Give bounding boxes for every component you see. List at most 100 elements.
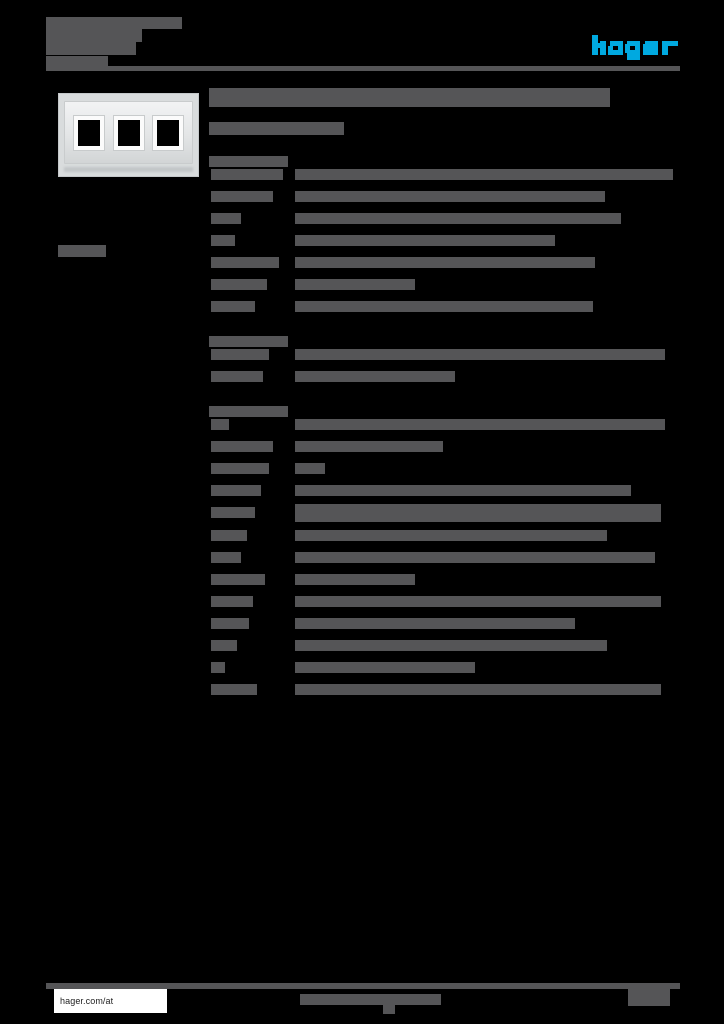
spec-label-cell (209, 612, 291, 634)
spec-section-heading (209, 153, 680, 168)
spec-table (209, 344, 680, 388)
table-row (209, 436, 680, 458)
footer-url-text: hager.com/at (60, 996, 114, 1006)
spec-value-cell (291, 656, 680, 678)
redacted-text (211, 213, 241, 225)
table-row (209, 458, 680, 480)
footer-right-text (628, 988, 670, 1006)
redacted-text (211, 573, 265, 585)
header-meta-line-2 (46, 27, 142, 45)
spec-label-cell (209, 164, 291, 186)
table-row (209, 414, 680, 436)
spec-value-cell (291, 164, 680, 186)
spec-value-cell (291, 186, 680, 208)
redacted-text (295, 257, 595, 269)
spec-section (209, 333, 680, 388)
redacted-text (211, 371, 263, 383)
spec-value-cell (291, 546, 680, 568)
footer-url-chip[interactable]: hager.com/at (54, 989, 167, 1013)
spec-sections (209, 153, 680, 700)
redacted-text (209, 156, 288, 168)
table-row (209, 568, 680, 590)
redacted-text (295, 235, 555, 247)
header-meta-line-3 (46, 40, 136, 58)
redacted-text (295, 349, 665, 361)
page-title (209, 88, 680, 107)
redacted-text (300, 994, 441, 1006)
frame-window (113, 115, 144, 150)
redacted-text (46, 55, 108, 68)
spec-value-cell (291, 590, 680, 612)
table-row (209, 296, 680, 318)
table-row (209, 634, 680, 656)
product-photo (58, 93, 199, 177)
table-row (209, 252, 680, 274)
redacted-text (628, 988, 670, 1006)
hager-logo (592, 35, 682, 60)
spec-label-cell (209, 590, 291, 612)
spec-section (209, 153, 680, 318)
main-content (209, 88, 680, 700)
spec-section (209, 403, 680, 700)
spec-label-cell (209, 230, 291, 252)
cover-frame-plate (64, 101, 193, 164)
spec-label-cell (209, 366, 291, 388)
redacted-text (295, 595, 661, 607)
table-row (209, 524, 680, 546)
page-subtitle (209, 120, 680, 138)
redacted-text (295, 463, 325, 475)
frame-window (152, 115, 183, 150)
spec-label-cell (209, 344, 291, 366)
table-row (209, 344, 680, 366)
redacted-text (295, 485, 631, 497)
header-meta-line-1 (46, 14, 182, 32)
redacted-text (211, 551, 241, 563)
redacted-text (211, 617, 249, 629)
table-row (209, 208, 680, 230)
spec-table (209, 414, 680, 700)
product-photo-caption (58, 242, 106, 260)
redacted-text (295, 617, 575, 629)
spec-value-cell (291, 678, 680, 700)
spec-label-cell (209, 296, 291, 318)
redacted-text (211, 661, 225, 673)
redacted-text (211, 349, 269, 361)
redacted-text (211, 279, 267, 291)
redacted-text (295, 279, 415, 291)
redacted-text (295, 639, 607, 651)
redacted-text (295, 683, 661, 695)
spec-value-cell (291, 480, 680, 502)
table-row (209, 230, 680, 252)
redacted-text (211, 301, 255, 313)
redacted-text (295, 419, 665, 431)
redacted-text (211, 529, 247, 541)
redacted-text (211, 639, 237, 651)
footer-divider (46, 983, 680, 989)
redacted-text (295, 371, 455, 383)
footer-center-text (300, 991, 441, 1009)
table-row (209, 678, 680, 700)
spec-value-cell (291, 414, 680, 436)
redacted-text (295, 301, 593, 313)
spec-label-cell (209, 568, 291, 590)
redacted-text (211, 169, 283, 181)
spec-value-cell (291, 458, 680, 480)
spec-label-cell (209, 436, 291, 458)
spec-label-cell (209, 458, 291, 480)
spec-value-cell (291, 502, 680, 524)
table-row (209, 186, 680, 208)
spec-value-cell (291, 436, 680, 458)
spec-label-cell (209, 480, 291, 502)
spec-table (209, 164, 680, 318)
redacted-text (295, 191, 605, 203)
redacted-text (58, 244, 106, 257)
spec-value-cell (291, 366, 680, 388)
redacted-text (46, 29, 142, 43)
table-row (209, 366, 680, 388)
product-photo-shadow (64, 167, 193, 172)
spec-label-cell (209, 634, 291, 656)
redacted-text (209, 122, 344, 136)
table-row (209, 502, 680, 524)
spec-label-cell (209, 656, 291, 678)
